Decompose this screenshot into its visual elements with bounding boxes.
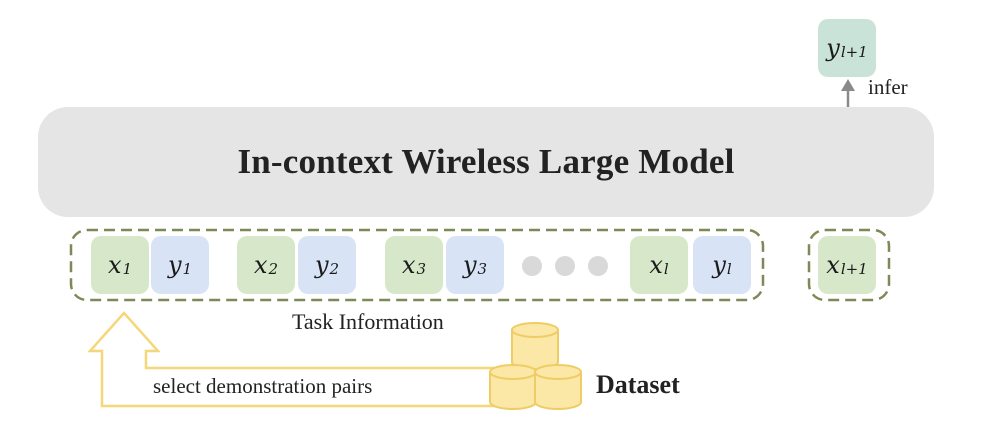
- token-sub: 1: [182, 260, 193, 278]
- select-arrow: [87, 311, 502, 408]
- token-sub: l: [663, 260, 669, 278]
- token-base: y: [712, 251, 726, 279]
- query-token-base: x: [826, 251, 840, 279]
- task-information-label: Task Information: [292, 309, 444, 334]
- output-token-sub: l+1: [840, 43, 868, 61]
- token-base: x: [401, 251, 416, 279]
- task-information-group: [69, 228, 765, 302]
- token-sub: 3: [477, 260, 488, 278]
- output-token-base: y: [826, 34, 840, 62]
- token-base: x: [107, 251, 122, 279]
- token-sub: l: [726, 260, 732, 278]
- token-sub: 2: [268, 260, 279, 278]
- dataset-label: Dataset: [596, 370, 680, 399]
- select-pairs-label: select demonstration pairs: [153, 374, 373, 398]
- query-token-sub: l+1: [840, 260, 868, 278]
- token-base: y: [462, 251, 477, 279]
- token-sub: 2: [329, 260, 340, 278]
- ellipsis-dot: [522, 256, 542, 276]
- query-group: [807, 228, 891, 302]
- token-base: x: [649, 251, 663, 279]
- wireless-large-model-box: In-context Wireless Large Model: [38, 107, 934, 217]
- database-icon: [489, 322, 582, 410]
- infer-arrow: [841, 79, 855, 107]
- infer-label: infer: [868, 75, 908, 99]
- ellipsis-dot: [588, 256, 608, 276]
- token-sub: 3: [416, 260, 427, 278]
- token-base: y: [314, 251, 329, 279]
- model-title: In-context Wireless Large Model: [237, 142, 735, 181]
- token-sub: 1: [122, 260, 133, 278]
- token-base: y: [167, 251, 182, 279]
- ellipsis-dot: [555, 256, 575, 276]
- token-base: x: [253, 251, 268, 279]
